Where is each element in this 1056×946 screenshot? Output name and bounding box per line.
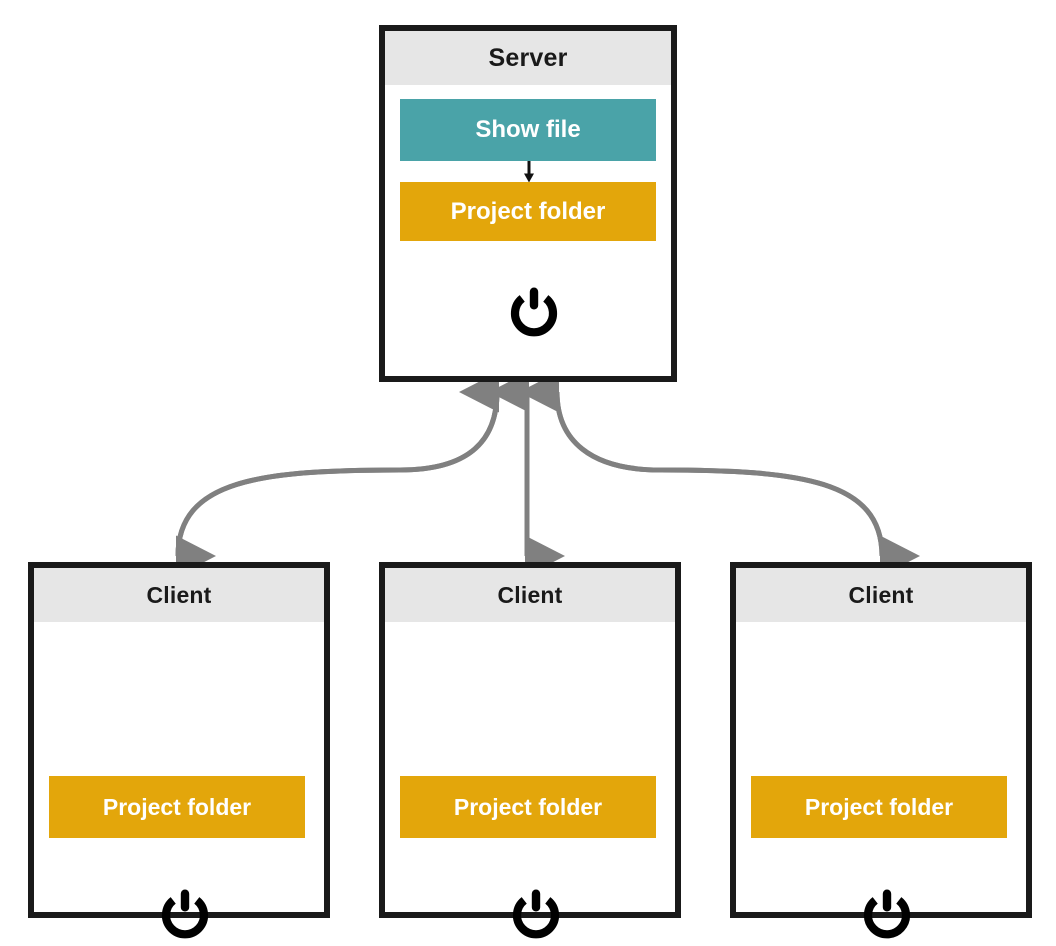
client-box-3[interactable]: Client Project folder bbox=[730, 562, 1032, 939]
arrow-down-icon bbox=[524, 161, 534, 183]
arrow-client3-to-server bbox=[519, 371, 885, 557]
server-project-folder-bar[interactable]: Project folder bbox=[400, 182, 656, 241]
client-3-project-folder-bar[interactable]: Project folder bbox=[751, 776, 1007, 838]
power-icon[interactable] bbox=[861, 887, 913, 939]
server-show-file-bar[interactable]: Show file bbox=[400, 99, 656, 161]
server-title: Server bbox=[385, 31, 671, 85]
client-3-project-folder-label: Project folder bbox=[804, 793, 954, 820]
client-box-2[interactable]: Client Project folder bbox=[379, 562, 681, 939]
power-icon[interactable] bbox=[159, 887, 211, 939]
client-box-1[interactable]: Client Project folder bbox=[28, 562, 330, 939]
power-icon[interactable] bbox=[510, 887, 562, 939]
arrow-server-to-client3 bbox=[554, 391, 920, 577]
server-project-folder-label: Project folder bbox=[450, 197, 606, 225]
power-icon[interactable] bbox=[508, 285, 560, 337]
client-1-title: Client bbox=[34, 568, 324, 622]
arrow-server-to-client1 bbox=[175, 391, 500, 577]
server-show-file-label: Show file bbox=[475, 116, 581, 143]
server-box[interactable]: Server Show file Project folder bbox=[379, 25, 677, 382]
client-2-title: Client bbox=[385, 568, 675, 622]
client-1-project-folder-bar[interactable]: Project folder bbox=[49, 776, 305, 838]
client-2-project-folder-label: Project folder bbox=[453, 793, 603, 820]
client-2-project-folder-bar[interactable]: Project folder bbox=[400, 776, 656, 838]
client-3-title: Client bbox=[736, 568, 1026, 622]
client-1-project-folder-label: Project folder bbox=[102, 793, 252, 820]
arrow-client1-to-server bbox=[175, 371, 500, 557]
